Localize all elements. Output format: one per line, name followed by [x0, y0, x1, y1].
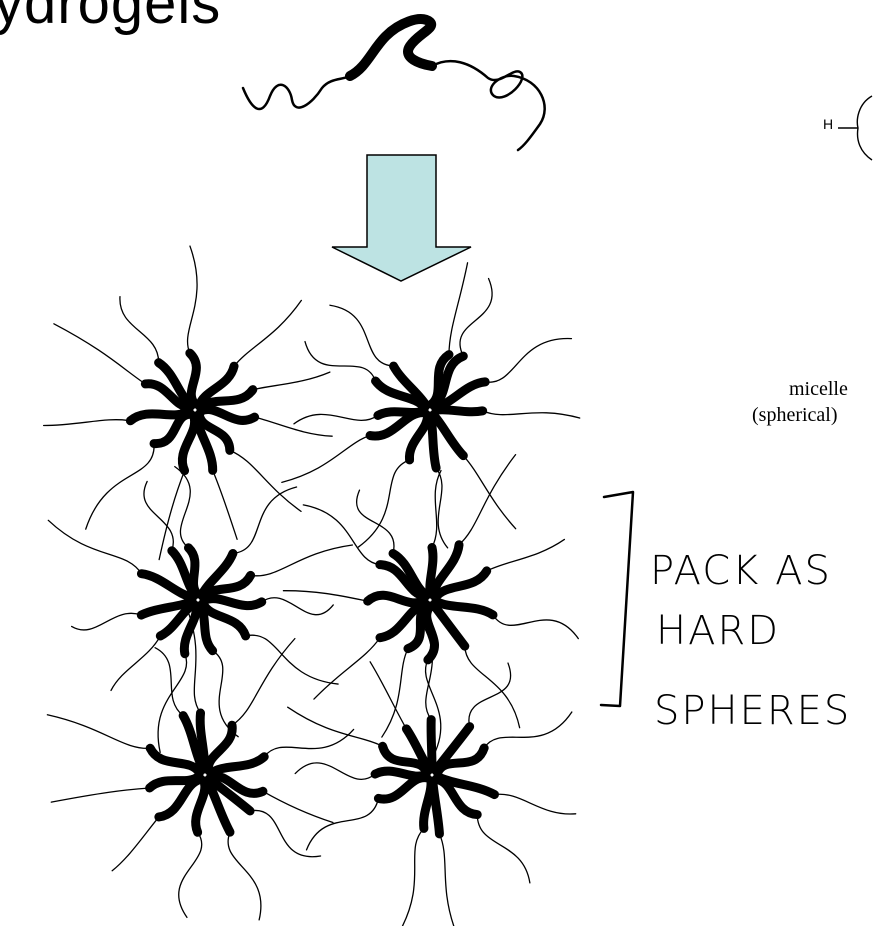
hydrophobic-block: [431, 720, 432, 769]
hydrophilic-block: [483, 411, 580, 418]
hydrophilic-block: [465, 646, 520, 728]
hydrophilic-block: [460, 279, 492, 357]
hydrophilic-block: [233, 487, 297, 553]
annotation-line-1: PACK AS: [650, 548, 832, 594]
hydrophilic-block: [305, 342, 376, 381]
hydrophilic-block: [263, 791, 333, 822]
hydrophilic-block: [228, 832, 261, 920]
hydrophilic-block: [253, 372, 330, 390]
hydrophilic-block: [112, 817, 159, 871]
hydrophilic-block: [47, 715, 150, 749]
hydrophobic-block: [427, 606, 435, 660]
hydrophilic-block: [54, 324, 145, 384]
hydrophilic-block: [307, 798, 379, 849]
polymer-chain: [243, 19, 545, 150]
hydrophilic-block: [477, 815, 530, 883]
hydrophilic-block: [51, 788, 149, 802]
down-arrow: [332, 155, 471, 281]
hydrophilic-block: [314, 638, 380, 699]
hydrophobic-block: [378, 778, 426, 799]
hydrophobic-block: [182, 416, 194, 471]
page-title: ydrogels: [0, 0, 221, 37]
hydrophilic-block: [295, 763, 375, 780]
hydrophilic-block: [230, 450, 301, 511]
hydrophilic-block: [288, 707, 383, 746]
annotation-bracket: [601, 492, 633, 706]
hydrophilic-block: [283, 591, 367, 601]
hydrophobic-block: [375, 771, 426, 776]
hydrophilic-block: [262, 598, 334, 615]
structure-h-label: H: [823, 116, 833, 132]
hydrophilic-block: [484, 712, 572, 748]
hydrophilic-block: [255, 417, 333, 436]
hydrophobic-block: [436, 410, 483, 412]
hydrophobic-block: [204, 599, 262, 606]
hydrophobic-block: [431, 416, 437, 468]
hydrophilic-block: [179, 832, 202, 917]
hydrophilic-block: [159, 471, 184, 560]
micelle: [282, 263, 580, 548]
hydrophobic-block: [424, 781, 431, 828]
micelle: [283, 455, 578, 755]
hydrophilic-block: [144, 481, 173, 550]
hydrophilic-block: [463, 456, 515, 529]
hydrophilic-block: [86, 444, 154, 530]
hydrophilic-block: [188, 246, 198, 353]
hydrophilic-block: [399, 828, 424, 926]
micelle: [44, 246, 332, 560]
hydrophilic-block: [234, 300, 301, 366]
micelle: [288, 627, 576, 926]
hydrophilic-block: [494, 794, 575, 814]
structure-bracket: [838, 96, 872, 160]
hydrophilic-block: [250, 810, 321, 856]
hydrophilic-block: [72, 613, 142, 630]
annotation-line-3: SPHERES: [654, 688, 851, 734]
hydrophilic-block: [370, 662, 406, 729]
hydrophilic-block: [487, 539, 565, 570]
hydrophilic-block: [358, 460, 409, 547]
hydrophilic-block: [493, 615, 578, 639]
hydrophilic-block: [439, 834, 454, 926]
annotation-line-2: HARD: [656, 608, 780, 654]
hydrophilic-block: [485, 339, 571, 383]
micelle: [47, 605, 353, 920]
hydrophilic-block: [282, 436, 370, 483]
hydrophilic-block: [120, 297, 159, 363]
hydrophobic-block: [190, 353, 197, 404]
hydrophilic-block: [213, 470, 237, 539]
hydrophilic-block: [48, 520, 141, 573]
hydrophilic-block: [251, 545, 353, 576]
hydrophilic-block: [158, 654, 187, 753]
hydrophilic-block: [175, 467, 190, 548]
hydrophobic-block: [188, 548, 197, 594]
hydrophobic-block: [196, 781, 205, 832]
micelle-lattice: [44, 246, 580, 926]
hydrophobic-block: [211, 757, 264, 774]
hydrophilic-block: [303, 505, 380, 565]
hydrophilic-block: [294, 414, 378, 423]
hydrophilic-block: [459, 455, 516, 545]
hydrophilic-block: [232, 639, 295, 726]
hydrophilic-block: [44, 420, 131, 426]
hydrophilic-block: [111, 636, 160, 690]
micelle-shape-label: (spherical): [752, 404, 838, 427]
hydrophobic-block: [201, 410, 255, 421]
micelle-label: micelle: [789, 378, 848, 401]
hydrophobic-block: [378, 410, 424, 415]
hydrophilic-block: [264, 729, 353, 756]
hydrophobic-block: [200, 713, 204, 769]
hydrophobic-block: [409, 415, 427, 459]
hydrophilic-block: [449, 263, 468, 355]
hydrophilic-block: [330, 305, 394, 366]
